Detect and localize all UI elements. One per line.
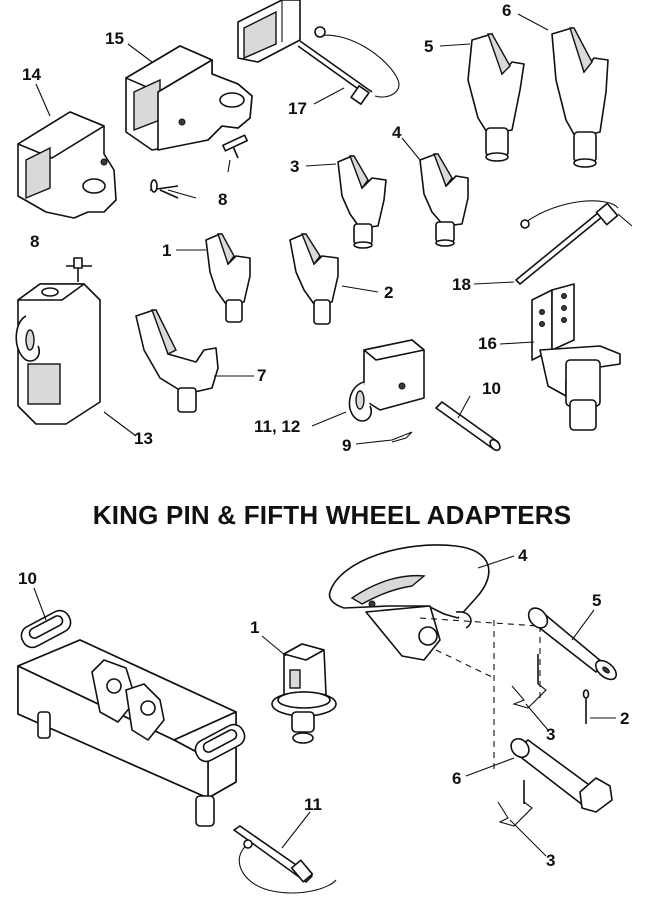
callout-3: 3 (290, 157, 300, 176)
part-6-large-pin (510, 737, 613, 813)
part-18-long-pin (515, 200, 633, 285)
part-3-r-clip-lower (497, 780, 533, 827)
callout-16: 16 (478, 334, 497, 353)
part-13-hook-block (15, 283, 101, 425)
part-5-tall-cradle (467, 33, 525, 162)
part-7-wide-cradle (135, 309, 219, 413)
callout-bottom-10: 10 (18, 569, 37, 588)
callout-13: 13 (134, 429, 153, 448)
callout-7: 7 (257, 366, 267, 385)
callout-2: 2 (384, 283, 394, 302)
callout-bottom-6: 6 (452, 769, 462, 788)
part-5-eye-pin (527, 607, 618, 681)
part-6-tall-cradle (551, 27, 609, 168)
callout-15: 15 (105, 29, 124, 48)
part-8-tpin (66, 257, 92, 282)
callout-bottom-11: 11 (304, 795, 322, 814)
part-4-medium-cradle (419, 153, 469, 247)
part-8-pins (149, 134, 248, 199)
callout-10: 10 (482, 379, 501, 398)
part-2-small-pin (582, 689, 590, 724)
callout-18: 18 (452, 275, 471, 294)
callout-9: 9 (342, 436, 352, 455)
callout-17: 17 (288, 99, 307, 118)
part-9-clip (391, 431, 413, 443)
callout-1: 1 (162, 241, 172, 260)
part-4-fifth-wheel (328, 544, 490, 661)
part-16-bracket (531, 283, 621, 431)
callout-bottom-2: 2 (620, 709, 630, 728)
bottom-leader-lines (33, 555, 616, 857)
part-1-small-cradle (205, 233, 251, 323)
callout-bottom-3-lower: 3 (546, 851, 556, 870)
callout-4: 4 (392, 123, 402, 142)
callout-bottom-5: 5 (592, 591, 602, 610)
callout-5: 5 (424, 37, 434, 56)
part-14-coupler (17, 111, 117, 219)
part-11-12-hook-block (348, 339, 425, 422)
callout-bottom-1: 1 (250, 618, 260, 637)
callout-6: 6 (502, 1, 512, 20)
callout-bottom-4: 4 (518, 546, 528, 565)
part-10-long-pin (435, 401, 501, 452)
callout-bottom-3-upper: 3 (546, 725, 556, 744)
callout-11-12: 11, 12 (254, 417, 301, 436)
top-leader-lines (35, 13, 549, 445)
part-10-beam-adapter (17, 609, 246, 827)
section-title: KING PIN & FIFTH WHEEL ADAPTERS (92, 500, 572, 530)
callout-8-lower: 8 (30, 232, 40, 251)
callout-8-upper: 8 (218, 190, 228, 209)
part-1-king-pin (271, 643, 337, 744)
part-17-receiver-pin (237, 0, 400, 105)
assembly-dash-lines (419, 617, 541, 770)
callout-14: 14 (22, 65, 41, 84)
part-11-cable-pin (233, 825, 337, 894)
part-3-medium-cradle (337, 155, 387, 249)
part-2-small-cradle (289, 233, 339, 325)
part-15-coupler (125, 45, 253, 151)
part-3-r-clip-upper (511, 654, 547, 709)
